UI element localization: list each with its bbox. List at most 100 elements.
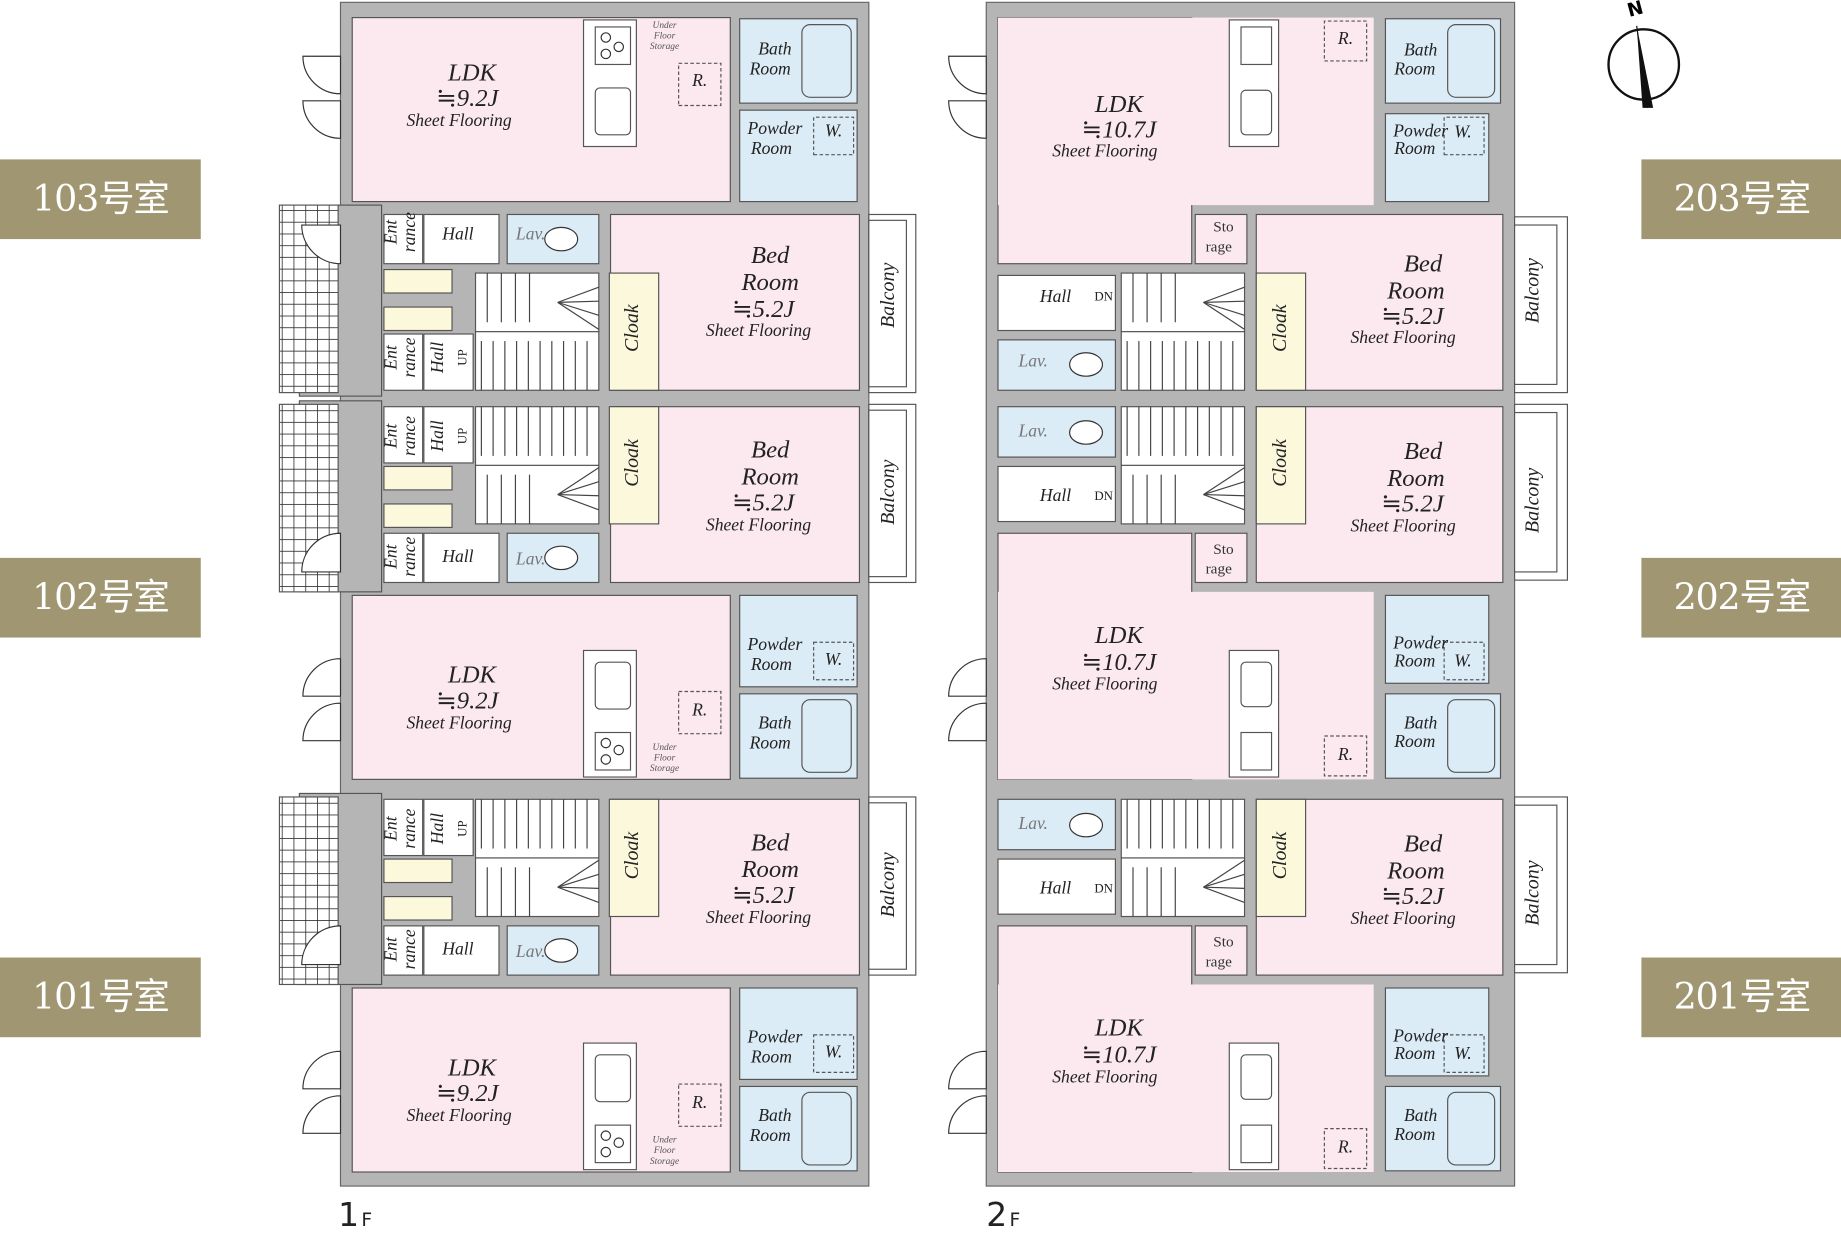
door-swing-icon bbox=[302, 100, 342, 139]
bathroom-label: Room bbox=[749, 1126, 791, 1146]
powder-room-label: Powder bbox=[747, 635, 803, 655]
toilet-icon bbox=[1069, 812, 1104, 838]
entrance-label: rance bbox=[400, 337, 420, 378]
stair-winder bbox=[557, 886, 599, 903]
washer-space bbox=[813, 641, 855, 681]
storage-label: Sto bbox=[1213, 932, 1234, 950]
powder-room-label: Room bbox=[1394, 1044, 1436, 1064]
entrance-floor bbox=[383, 895, 453, 921]
bathtub-icon bbox=[1447, 24, 1496, 98]
hall-label: Hall bbox=[442, 547, 474, 567]
bathroom-label: Bath bbox=[758, 714, 792, 734]
unit-101 bbox=[278, 792, 917, 1173]
burner-icon bbox=[600, 1130, 612, 1141]
bathroom-label: Bath bbox=[1404, 41, 1438, 61]
underfloor-storage-label: Storage bbox=[649, 762, 680, 774]
powder-room-label: Powder bbox=[747, 120, 803, 139]
powder-room bbox=[739, 594, 858, 688]
hall bbox=[423, 798, 474, 857]
underfloor-storage-label: Storage bbox=[649, 1155, 680, 1167]
door-swing-icon bbox=[302, 702, 342, 742]
door-swing-icon bbox=[302, 55, 342, 95]
powder-room bbox=[739, 109, 858, 203]
entrance-floor bbox=[383, 858, 453, 884]
door-swing-icon bbox=[302, 658, 342, 697]
entrance bbox=[383, 333, 424, 391]
fridge-label: R. bbox=[692, 701, 708, 721]
washer-space bbox=[1443, 116, 1485, 156]
burner-icon bbox=[613, 41, 625, 53]
fridge-space bbox=[1323, 20, 1368, 62]
stove-icon bbox=[1240, 26, 1273, 66]
ldk-flooring: Sheet Flooring bbox=[406, 111, 512, 131]
stair-winder bbox=[1203, 886, 1245, 903]
storage-label: rage bbox=[1205, 559, 1232, 578]
fridge-space bbox=[1323, 1128, 1368, 1170]
fridge-label: R. bbox=[1337, 1138, 1354, 1158]
ldk bbox=[997, 984, 1374, 1172]
stair-winder bbox=[1203, 494, 1245, 511]
toilet-icon bbox=[544, 545, 579, 571]
stair-winder bbox=[1203, 286, 1245, 303]
toilet-icon bbox=[544, 938, 579, 963]
entrance-label: Ent bbox=[382, 816, 401, 841]
underfloor-storage-label: Floor bbox=[653, 752, 676, 763]
ldk-area: ≒9.2J bbox=[436, 1078, 499, 1107]
powder-room-label: Room bbox=[750, 1048, 792, 1068]
balcony-inner bbox=[1514, 804, 1558, 966]
bathroom-label: Room bbox=[749, 60, 791, 80]
underfloor-storage-label: Under bbox=[652, 1134, 677, 1146]
powder-room-label: Powder bbox=[1393, 122, 1449, 142]
hall bbox=[423, 532, 500, 584]
entrance-label: rance bbox=[400, 929, 420, 970]
fridge-space bbox=[678, 62, 722, 107]
entrance-floor bbox=[383, 503, 453, 528]
floor-suffix: F bbox=[361, 1208, 373, 1231]
washer-label: W. bbox=[1454, 652, 1472, 671]
bedroom-label: Room bbox=[1387, 463, 1445, 492]
sink-icon bbox=[1240, 1054, 1273, 1100]
powder-room-label: Room bbox=[750, 655, 792, 675]
ldk-area: ≒10.7J bbox=[1081, 115, 1157, 144]
toilet-icon bbox=[1069, 420, 1104, 445]
unit-201 bbox=[948, 796, 1569, 1173]
cloak-closet bbox=[608, 406, 660, 525]
sink-icon bbox=[1240, 661, 1273, 708]
stairs-down-label: DN bbox=[1094, 489, 1113, 504]
washer-space bbox=[1443, 641, 1485, 681]
fridge-space bbox=[678, 1083, 722, 1127]
washer-space bbox=[813, 1034, 855, 1073]
compass-icon bbox=[1607, 25, 1681, 108]
storage bbox=[1194, 213, 1248, 265]
hall bbox=[997, 858, 1116, 915]
bathroom-label: Room bbox=[749, 734, 791, 754]
lavatory-label: Lav. bbox=[515, 225, 546, 245]
entrance bbox=[383, 798, 424, 857]
hall-label: Hall bbox=[442, 940, 474, 960]
door-swing-icon bbox=[948, 55, 987, 95]
stair-winder bbox=[557, 886, 599, 889]
ldk-area: ≒9.2J bbox=[436, 686, 499, 715]
hall bbox=[423, 406, 474, 464]
stair-winder bbox=[1203, 301, 1245, 330]
bathtub-icon bbox=[1447, 699, 1496, 773]
stair-winder bbox=[1203, 493, 1245, 497]
hall bbox=[423, 213, 500, 265]
stove-icon bbox=[594, 1124, 632, 1164]
fridge-label: R. bbox=[1337, 745, 1354, 765]
hall-label: Hall bbox=[429, 420, 448, 452]
unit-badge-102: 102号室 bbox=[0, 557, 201, 638]
fridge-label: R. bbox=[692, 1094, 708, 1113]
bedroom-flooring: Sheet Flooring bbox=[705, 516, 812, 536]
stair-winder bbox=[557, 301, 599, 316]
bedroom-label: Bed bbox=[1403, 436, 1443, 465]
ldk-area: ≒10.7J bbox=[1081, 647, 1157, 676]
bedroom-flooring: Sheet Flooring bbox=[1350, 517, 1456, 537]
cloak-label: Cloak bbox=[620, 304, 643, 352]
bedroom-flooring: Sheet Flooring bbox=[705, 908, 812, 928]
entrance bbox=[383, 532, 424, 584]
powder-room-label: Powder bbox=[747, 1028, 803, 1048]
toilet-icon bbox=[1069, 352, 1104, 377]
bedroom-label: Bed bbox=[1403, 249, 1443, 278]
